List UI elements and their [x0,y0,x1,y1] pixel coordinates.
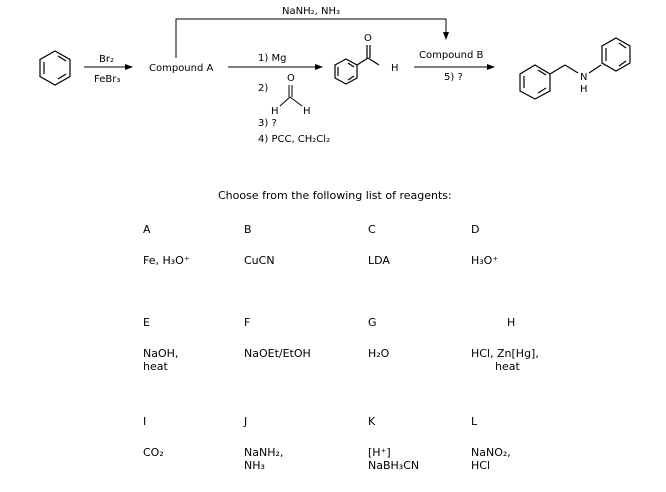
reagent-line: HCl [471,459,491,472]
amine-n: N [580,72,587,83]
reagent-letter: G [368,316,377,329]
reagent-text: NaOEt/EtOH [244,347,311,360]
reagent-letter: K [368,415,376,428]
reagent-line: NaNO₂, [471,446,511,459]
reaction-scheme: Br₂ FeBr₃ Compound A NaNH₂, NH₃ 1) Mg 2)… [39,6,631,145]
reagent-line: Fe, H₃O⁺ [143,254,190,267]
bypass-reagent-label: NaNH₂, NH₃ [282,6,340,17]
reagent-option-d[interactable]: D H₃O⁺ [471,223,498,267]
reagent-line: H₂O [368,347,390,360]
reagent-line: heat [143,360,168,373]
reagent-line: NaOH, [143,347,179,360]
reagent-option-f[interactable]: F NaOEt/EtOH [244,316,311,360]
reagent-option-a[interactable]: A Fe, H₃O⁺ [143,223,190,267]
step5-reagent: 5) ? [444,72,463,83]
reagent-prompt: Choose from the following list of reagen… [218,189,452,202]
reagent-option-h[interactable]: H HCl, Zn[Hg], heat [471,316,539,373]
reagent-letter: L [471,415,478,428]
reagent-letter: F [244,316,251,329]
reagent-option-i[interactable]: I CO₂ [143,415,164,459]
reagent-letter: D [471,223,480,236]
reagent-text: LDA [368,254,390,267]
reagent-line: heat [495,360,520,373]
reagent-letter: J [244,415,248,428]
reagent-line: LDA [368,254,390,267]
reagent-text: HCl, Zn[Hg], heat [471,347,539,373]
grignard-step-4: 4) PCC, CH₂Cl₂ [258,134,330,145]
formaldehyde-h-right: H [303,106,311,117]
reagent-text: NaOH, heat [143,347,178,373]
formaldehyde-structure [279,85,303,107]
reagent-option-j[interactable]: J NaNH₂, NH₃ [244,415,283,472]
reagent-text: NaNO₂, HCl [471,446,511,472]
reagent-text: [H⁺] NaBH₃CN [368,446,419,472]
reagent-option-l[interactable]: L NaNO₂, HCl [471,415,511,472]
grignard-step-2: 2) [258,83,268,94]
reagent-text: H₃O⁺ [471,254,498,267]
reagent-option-e[interactable]: E NaOH, heat [143,316,178,373]
formaldehyde-o: O [287,73,295,84]
step1-reagent-bottom: FeBr₃ [94,74,120,85]
grignard-step-3: 3) ? [258,118,277,129]
amine-h: H [580,84,588,95]
formaldehyde-h-left: H [271,106,279,117]
compound-a-label: Compound A [149,63,214,74]
step1-reagent-top: Br₂ [99,54,114,65]
grignard-step-1: 1) Mg [258,53,286,64]
reagent-option-c[interactable]: C LDA [368,223,390,267]
reagent-option-b[interactable]: B CuCN [244,223,275,267]
reagent-letter: I [143,415,147,428]
benzene-structure [39,50,71,86]
reagent-line: [H⁺] [368,446,391,459]
reagent-text: H₂O [368,347,389,360]
reagent-letter: C [368,223,376,236]
reagent-letter: A [143,223,151,236]
benzaldehyde-structure [334,45,380,85]
reagent-letter: E [143,316,150,329]
bypass-arrow [175,18,449,58]
reagent-line: NaNH₂, [244,446,284,459]
reagent-line: CuCN [244,254,275,267]
reagent-text: CO₂ [143,446,164,459]
reagent-line: NaOEt/EtOH [244,347,311,360]
reagent-text: NaNH₂, NH₃ [244,446,283,472]
reagent-option-k[interactable]: K [H⁺] NaBH₃CN [368,415,419,472]
reagent-letter: B [244,223,252,236]
benzaldehyde-h: H [391,63,399,74]
reagent-line: NH₃ [244,459,265,472]
n-benzylaniline-structure [519,37,631,100]
reagent-text: Fe, H₃O⁺ [143,254,190,267]
reagent-option-g[interactable]: G H₂O [368,316,389,360]
reagent-line: H₃O⁺ [471,254,499,267]
reagent-line: HCl, Zn[Hg], [471,347,539,360]
reagent-line: NaBH₃CN [368,459,420,472]
reagent-line: CO₂ [143,446,164,459]
reagent-letter: H [507,316,516,329]
compound-b-label: Compound B [419,50,484,61]
benzaldehyde-o: O [364,33,372,44]
reagent-text: CuCN [244,254,275,267]
